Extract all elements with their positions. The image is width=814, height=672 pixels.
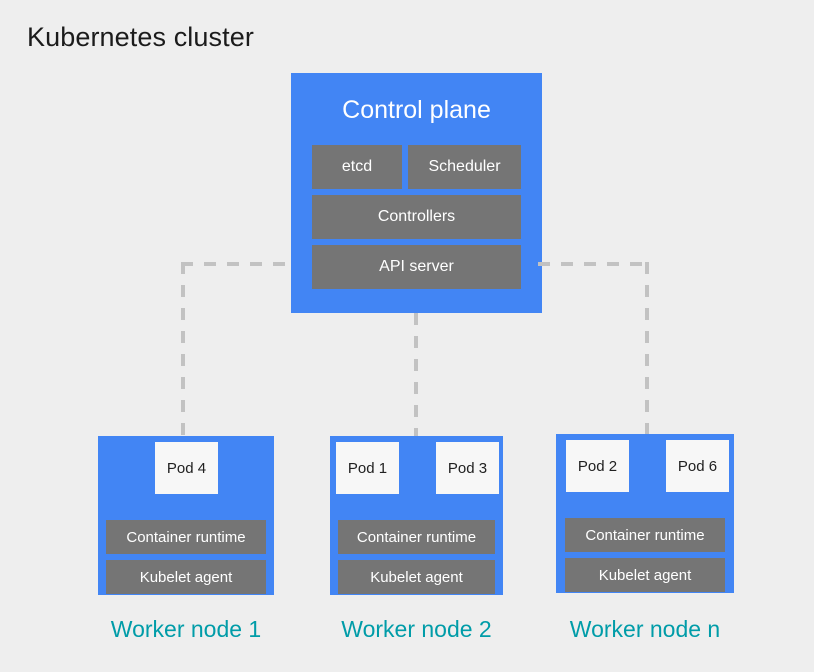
connector-api-server-to-worker-node-n-horizontal: [538, 262, 649, 266]
control-plane-component-api-server: API server: [312, 245, 521, 289]
worker-node-2-kubelet-agent: Kubelet agent: [338, 560, 495, 594]
control-plane-title: Control plane: [342, 96, 491, 124]
connector-api-server-to-worker-node-n-vertical: [645, 262, 649, 438]
worker-node-2-container-runtime: Container runtime: [338, 520, 495, 554]
worker-node-1-pod-1: Pod 4: [155, 442, 218, 494]
worker-node-2-pod-1: Pod 1: [336, 442, 399, 494]
control-plane-component-scheduler: Scheduler: [408, 145, 521, 189]
worker-node-1-label: Worker node 1: [110, 616, 262, 642]
control-plane-component-etcd: etcd: [312, 145, 402, 189]
worker-node-2-box: Pod 1 Pod 3 Container runtime Kubelet ag…: [330, 436, 503, 595]
worker-node-n-kubelet-agent: Kubelet agent: [565, 558, 725, 592]
worker-node-1-container-runtime: Container runtime: [106, 520, 266, 554]
worker-node-2-label: Worker node 2: [341, 616, 492, 642]
page-title: Kubernetes cluster: [27, 22, 254, 52]
connector-api-server-to-worker-node-2-vertical: [414, 313, 418, 438]
worker-node-n-pod-1: Pod 2: [566, 440, 629, 492]
worker-node-2-pod-2: Pod 3: [436, 442, 499, 494]
worker-node-n-box: Pod 2 Pod 6 Container runtime Kubelet ag…: [556, 434, 734, 593]
control-plane-box: Control plane etcd Scheduler Controllers…: [291, 73, 542, 313]
connector-api-server-to-worker-node-1-vertical: [181, 262, 185, 438]
control-plane-component-controllers: Controllers: [312, 195, 521, 239]
worker-node-n-label: Worker node n: [569, 616, 721, 642]
connector-api-server-to-worker-node-1-horizontal: [181, 262, 295, 266]
worker-node-n-pod-2: Pod 6: [666, 440, 729, 492]
worker-node-1-kubelet-agent: Kubelet agent: [106, 560, 266, 594]
worker-node-n-container-runtime: Container runtime: [565, 518, 725, 552]
worker-node-1-box: Pod 4 Container runtime Kubelet agent: [98, 436, 274, 595]
